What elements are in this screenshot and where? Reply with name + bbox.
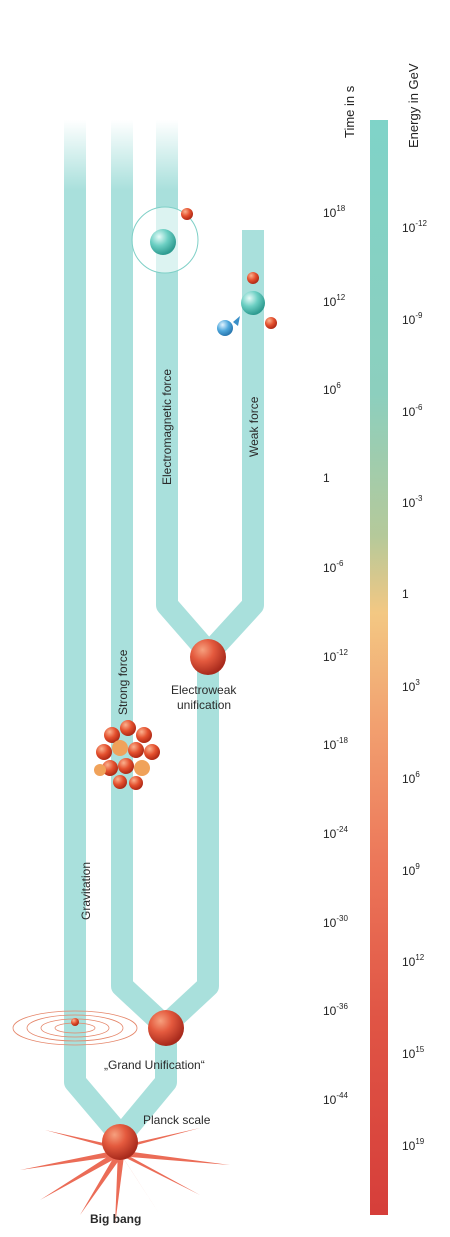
energy-tick-base: 1	[402, 587, 409, 602]
electroweak-label-line2: unification	[177, 698, 232, 712]
time-tick-exponent: -24	[336, 824, 348, 834]
energy-tick-exponent: 12	[415, 953, 425, 963]
time-tick: 10-24	[323, 824, 348, 841]
weak-branch	[201, 230, 264, 660]
electromagnetic-branch	[156, 120, 217, 660]
time-tick-base: 10	[323, 1004, 337, 1019]
electroweak-node	[190, 639, 226, 675]
time-tick: 1012	[323, 292, 346, 309]
grand-unification-label: „Grand Unification“	[104, 1058, 205, 1072]
time-tick-base: 10	[323, 915, 337, 930]
time-tick-exponent: -36	[336, 1002, 348, 1012]
energy-tick: 10-12	[402, 219, 427, 235]
energy-tick: 1012	[402, 953, 425, 970]
energy-tick: 1	[402, 587, 409, 601]
time-tick-exponent: -12	[336, 647, 348, 657]
time-tick-base: 1	[323, 471, 330, 486]
energy-tick-base: 10	[402, 221, 416, 235]
atom-icon	[131, 206, 199, 274]
energy-tick: 109	[402, 861, 420, 878]
energy-axis-title: Energy in GeV	[406, 63, 421, 148]
energy-tick: 1015	[402, 1045, 425, 1062]
weak-force-label: Weak force	[247, 396, 261, 457]
energy-tick: 10-3	[402, 494, 423, 511]
energy-tick: 103	[402, 678, 420, 694]
time-tick-base: 10	[323, 560, 337, 575]
energy-tick-base: 10	[402, 1047, 416, 1062]
energy-tick-exponent: 15	[415, 1045, 425, 1055]
time-tick: 10-30	[323, 913, 348, 930]
planck-node	[102, 1124, 138, 1160]
time-tick: 106	[323, 381, 341, 398]
big-bang-burst	[20, 1128, 230, 1225]
time-tick-exponent: 12	[336, 292, 346, 302]
energy-tick-exponent: -6	[415, 402, 423, 412]
time-tick-exponent: 18	[336, 204, 346, 213]
time-tick-exponent: -6	[336, 558, 344, 568]
energy-tick-base: 10	[402, 496, 416, 511]
energy-tick-base: 10	[402, 404, 416, 419]
energy-tick: 106	[402, 769, 420, 786]
top-fade	[50, 120, 270, 190]
energy-tick-base: 10	[402, 312, 416, 327]
time-tick-base: 10	[323, 1093, 337, 1107]
electromagnetic-force-label: Electromagnetic force	[160, 368, 174, 485]
electroweak-branch	[158, 655, 219, 1034]
time-tick-exponent: -30	[336, 913, 348, 923]
energy-tick-exponent: -12	[415, 219, 427, 228]
energy-tick-base: 10	[402, 1139, 416, 1153]
energy-tick: 10-6	[402, 402, 423, 419]
energy-tick-exponent: 19	[415, 1137, 425, 1146]
time-tick-base: 10	[323, 738, 337, 753]
energy-tick-exponent: 3	[415, 678, 420, 687]
energy-tick-base: 10	[402, 771, 416, 786]
time-tick: 10-6	[323, 558, 344, 575]
strong-branch	[111, 120, 172, 1034]
energy-tick: 10-9	[402, 310, 423, 327]
time-tick-base: 10	[323, 826, 337, 841]
energy-tick: 1019	[402, 1137, 425, 1153]
time-tick-exponent: -18	[336, 736, 348, 746]
time-tick-base: 10	[323, 294, 337, 309]
energy-tick-exponent: -3	[415, 494, 423, 504]
gravitation-branch	[64, 120, 129, 1143]
time-tick-exponent: 6	[336, 381, 341, 391]
time-tick: 10-44	[323, 1091, 348, 1107]
time-tick: 1018	[323, 204, 346, 220]
time-tick: 10-18	[323, 736, 348, 753]
gravitation-label: Gravitation	[79, 861, 93, 920]
electroweak-label-line1: Electroweak	[171, 683, 237, 697]
strong-force-label: Strong force	[116, 649, 130, 715]
energy-tick-exponent: 6	[415, 769, 420, 779]
energy-tick-exponent: 9	[415, 861, 420, 871]
time-tick-exponent: -44	[336, 1091, 348, 1100]
energy-tick-exponent: -9	[415, 310, 423, 320]
time-axis-title: Time in s	[342, 85, 357, 138]
energy-tick-base: 10	[402, 955, 416, 970]
gravitation-mass-icon	[71, 1018, 79, 1026]
time-tick: 10-36	[323, 1002, 348, 1019]
weak-decay-icon	[217, 272, 277, 336]
time-tick: 1	[323, 471, 330, 485]
time-tick-base: 10	[323, 383, 337, 398]
time-tick-base: 10	[323, 206, 337, 220]
planck-scale-label: Planck scale	[143, 1113, 211, 1127]
time-tick-base: 10	[323, 649, 337, 664]
grand-unification-node	[148, 1010, 184, 1046]
nucleus-cluster-icon	[94, 720, 160, 790]
energy-tick-base: 10	[402, 863, 416, 878]
big-bang-label: Big bang	[90, 1212, 142, 1226]
energy-colorbar	[370, 120, 388, 1215]
time-tick: 10-12	[323, 647, 348, 664]
energy-tick-base: 10	[402, 680, 416, 694]
